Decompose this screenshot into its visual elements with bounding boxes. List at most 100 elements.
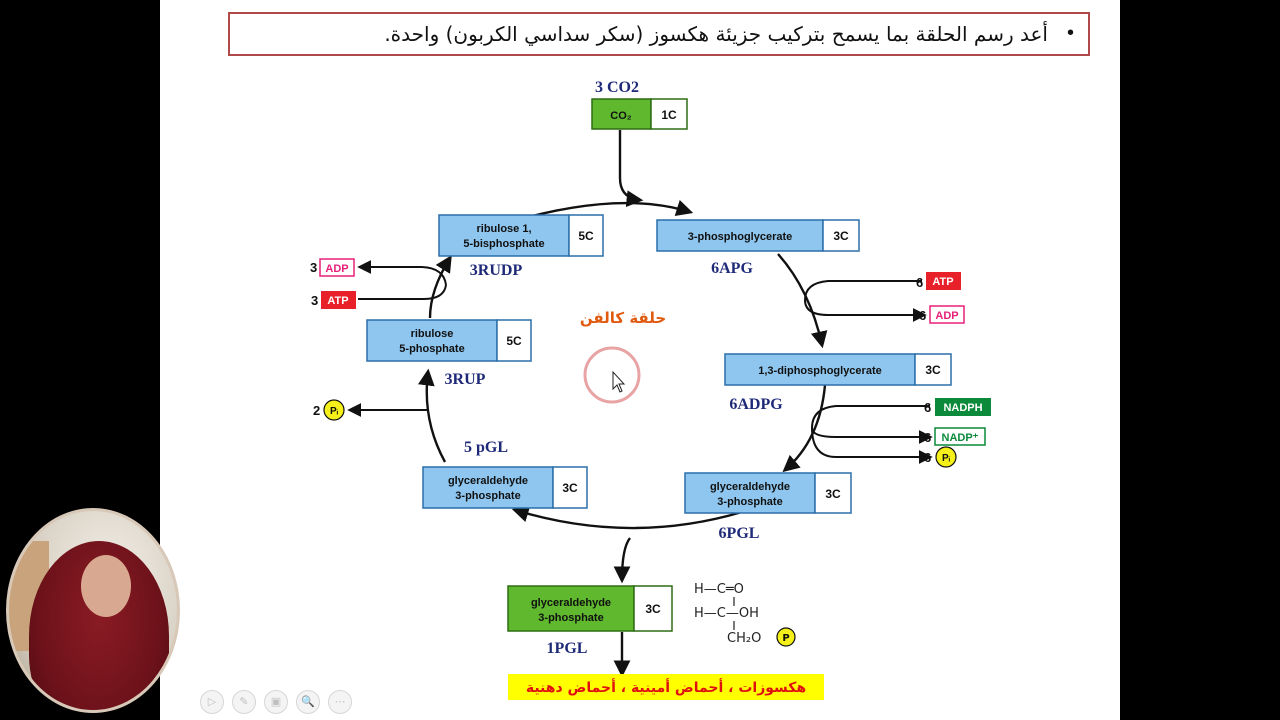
adp-right-arrow: [804, 299, 927, 322]
rup-box: ribulose 5-phosphate 5C: [366, 319, 532, 362]
nadp-num: 6: [924, 430, 931, 445]
g3p-output-count: 3C: [645, 602, 661, 616]
g3p-output-name-1: glyceraldehyde: [531, 597, 611, 609]
dpga-label: 6ADPG: [729, 396, 783, 413]
arc-bottom: [511, 505, 743, 530]
pi-right-arrow: [811, 427, 933, 464]
products-text: هكسوزات ، أحماض أمينية ، أحماض دهنية: [526, 678, 806, 696]
co2-box-count: 1C: [661, 108, 677, 122]
adp-left-num: 3: [310, 260, 317, 275]
pi-left-num: 2: [313, 403, 320, 418]
atp-left-arrow: [358, 284, 447, 300]
g3p-right-name-2: 3-phosphate: [717, 496, 782, 508]
arc-upper-right: [777, 253, 828, 349]
pga-name: 3-phosphoglycerate: [688, 231, 793, 243]
slide: • أعد رسم الحلقة بما يسمح بتركيب جزيئة ه…: [160, 0, 1120, 720]
structure-line-2: H—C—OH: [694, 606, 759, 621]
rubp-label: 3RUDP: [470, 262, 523, 279]
adp-right-num: 6: [919, 308, 926, 323]
header-bullet: •: [1066, 22, 1074, 44]
cursor-icon: [612, 370, 626, 393]
arc-upper-left: [428, 255, 452, 319]
products-banner: هكسوزات ، أحماض أمينية ، أحماض دهنية: [508, 674, 824, 700]
g3p-right-name-1: glyceraldehyde: [710, 481, 790, 493]
g3p-left-count: 3C: [562, 481, 578, 495]
left-cofactor-arrows: [347, 260, 447, 417]
atp-right-arrow: [804, 280, 922, 301]
pi-right-num: 6: [924, 450, 931, 465]
g3p-right-label: 6PGL: [719, 525, 760, 542]
adp-left-arrow: [357, 260, 447, 286]
rubp-name-1: ribulose 1,: [476, 223, 531, 235]
pi-right-cofactor: 6 Pᵢ: [924, 446, 957, 468]
atp-right-num: 6: [916, 275, 923, 290]
pointer-highlight-circle: [583, 346, 641, 404]
rup-label: 3RUP: [445, 371, 486, 388]
calvin-cycle-label: حلقة كالفن: [580, 309, 666, 327]
g3p-output-box: glyceraldehyde 3-phosphate 3C: [507, 585, 673, 632]
pi-left-text: Pᵢ: [330, 406, 339, 417]
right-cofactor-arrows: [804, 280, 933, 464]
dpga-box: 1,3-diphosphoglycerate 3C: [724, 353, 952, 386]
nadph-text: NADPH: [943, 402, 982, 414]
nadph-arrow: [811, 405, 930, 429]
nadp-cofactor: 6 NADP⁺: [924, 427, 986, 446]
atp-left-num: 3: [311, 293, 318, 308]
g3p-left-name-1: glyceraldehyde: [448, 475, 528, 487]
pi-right-text: Pᵢ: [942, 453, 951, 464]
g3p-structural-formula: H—C═O H—C—OH CH₂O P: [694, 582, 796, 647]
co2-input-label: 3 CO2: [595, 79, 639, 96]
adp-right-cofactor: 6 ADP: [919, 305, 965, 324]
atp-right-text: ATP: [932, 276, 953, 288]
structure-line-3: CH₂O: [727, 631, 761, 646]
atp-left-text: ATP: [327, 295, 348, 307]
zoom-icon[interactable]: 🔍: [296, 690, 320, 714]
adp-right-text: ADP: [935, 310, 958, 322]
pga-count: 3C: [833, 229, 849, 243]
header-text: أعد رسم الحلقة بما يسمح بتركيب جزيئة هكس…: [384, 22, 1048, 46]
rubp-box: ribulose 1, 5-bisphosphate 5C: [438, 214, 604, 257]
header-box: • أعد رسم الحلقة بما يسمح بتركيب جزيئة ه…: [228, 12, 1090, 56]
presenter-face: [81, 555, 131, 617]
g3p-left-box: glyceraldehyde 3-phosphate 3C: [422, 466, 588, 509]
left-black-margin: [0, 0, 160, 505]
calvin-cycle-diagram: CO₂ 1C 3 CO2 ribulose 1, 5-bisphosphate …: [310, 79, 991, 700]
atp-left-cofactor: 3 ATP: [311, 291, 356, 309]
play-icon[interactable]: ▷: [200, 690, 224, 714]
nadp-arrow: [811, 427, 933, 444]
pga-label: 6APG: [711, 260, 753, 277]
rup-name-1: ribulose: [411, 328, 454, 340]
g3p-right-count: 3C: [825, 487, 841, 501]
rup-count: 5C: [506, 334, 522, 348]
output-label: 1PGL: [547, 640, 588, 657]
more-options-icon[interactable]: ⋯: [328, 690, 352, 714]
co2-box: CO₂ 1C: [591, 98, 688, 130]
slides-icon[interactable]: ▣: [264, 690, 288, 714]
rup-name-2: 5-phosphate: [399, 343, 464, 355]
pi-left-cofactor: 2 Pᵢ: [313, 399, 345, 421]
pen-icon[interactable]: ✎: [232, 690, 256, 714]
rubp-name-2: 5-bisphosphate: [463, 238, 544, 250]
g3p-right-box: glyceraldehyde 3-phosphate 3C: [684, 472, 852, 514]
arc-lower-left: [418, 368, 447, 463]
adp-left-text: ADP: [325, 263, 348, 275]
arc-lower-right: [782, 384, 827, 473]
rubp-count: 5C: [578, 229, 594, 243]
structure-p: P: [782, 633, 789, 644]
dpga-name: 1,3-diphosphoglycerate: [758, 365, 881, 377]
co2-box-name: CO₂: [610, 110, 632, 122]
nadph-cofactor: 6 NADPH: [924, 398, 991, 416]
output-branch-arrow: [613, 537, 631, 584]
co2-input-arrow: [618, 130, 644, 208]
dpga-count: 3C: [925, 363, 941, 377]
nadph-num: 6: [924, 400, 931, 415]
g3p-left-label: 5 pGL: [464, 439, 508, 456]
slideshow-controls: ▷ ✎ ▣ 🔍 ⋯: [200, 690, 352, 716]
atp-right-cofactor: 6 ATP: [916, 272, 961, 290]
presenter-webcam-overlay: [6, 508, 180, 713]
pga-box: 3-phosphoglycerate 3C: [656, 219, 860, 252]
g3p-output-name-2: 3-phosphate: [538, 612, 603, 624]
adp-left-cofactor: 3 ADP: [310, 258, 355, 277]
structure-line-1: H—C═O: [694, 582, 744, 597]
nadp-text: NADP⁺: [942, 432, 979, 444]
